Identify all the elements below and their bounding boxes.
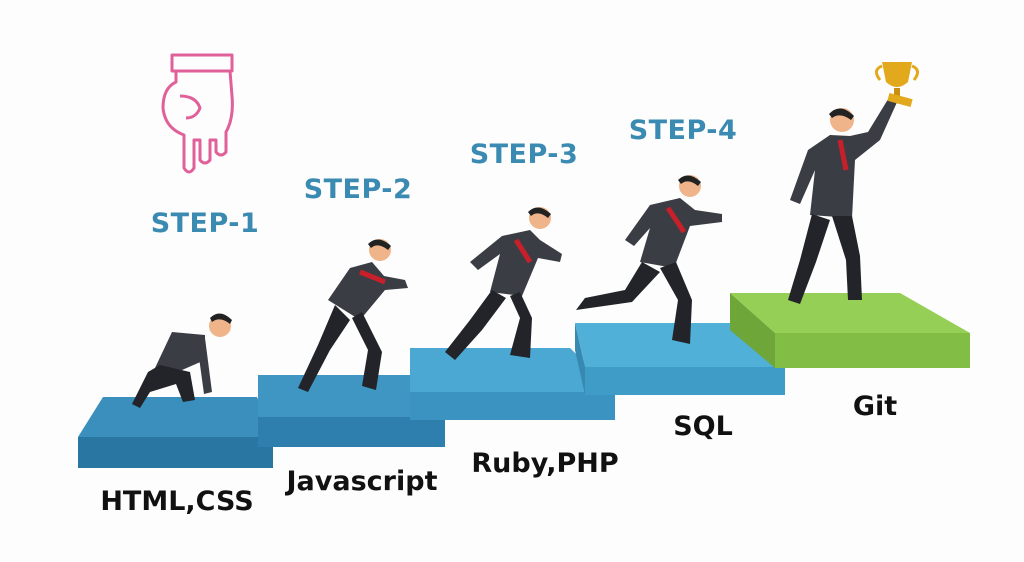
tech-label-ruby-php: Ruby,PHP (471, 448, 618, 479)
tech-label-git: Git (853, 391, 897, 422)
person-running-2 (298, 239, 408, 392)
person-winner (788, 96, 898, 304)
person-running-4 (576, 175, 722, 344)
step-block-3 (410, 348, 615, 420)
trophy-icon (875, 62, 919, 107)
tech-label-sql: SQL (673, 411, 733, 442)
person-running-3 (445, 207, 562, 360)
pointing-hand-icon (161, 53, 234, 174)
step-block-1 (78, 397, 273, 468)
step-label-3: STEP-3 (470, 139, 579, 170)
person-kneeling (132, 313, 232, 408)
tech-label-javascript: Javascript (285, 466, 438, 497)
step-label-1: STEP-1 (151, 208, 260, 239)
step-block-4 (575, 323, 785, 395)
tech-label-html-css: HTML,CSS (100, 486, 253, 517)
final-step-block (730, 293, 970, 368)
step-label-4: STEP-4 (629, 115, 738, 146)
step-label-2: STEP-2 (304, 174, 413, 205)
